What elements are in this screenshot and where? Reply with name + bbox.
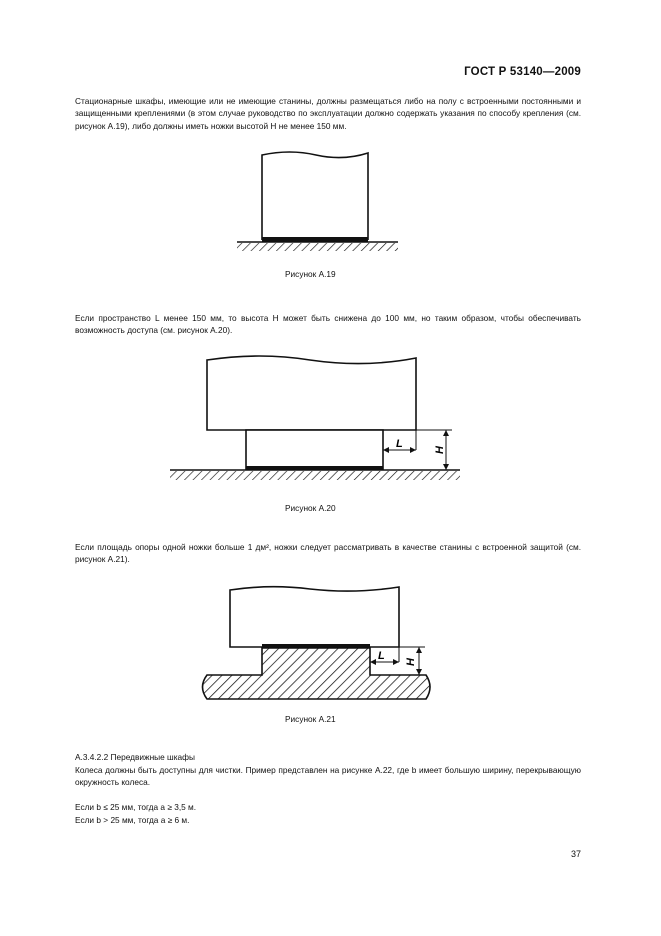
- paragraph-stationary-cabinets: Стационарные шкафы, имеющие или не имеющ…: [75, 95, 581, 132]
- section-text: Колеса должны быть доступны для чистки. …: [75, 764, 581, 789]
- paragraph-space-l: Если пространство L менее 150 мм, то выс…: [75, 312, 581, 337]
- standard-number: ГОСТ Р 53140—2009: [464, 66, 581, 78]
- foot-base-hatched: [201, 647, 431, 700]
- figure-caption: Рисунок А.19: [285, 269, 336, 279]
- figure-caption: Рисунок А.20: [285, 503, 336, 513]
- cabinet-body: [206, 355, 417, 431]
- condition-2: Если b > 25 мм, тогда a ≥ 6 м.: [75, 815, 190, 825]
- paragraph-text: Колеса должны быть доступны для чистки. …: [75, 765, 581, 788]
- figure-a20: L H: [170, 355, 460, 480]
- base-plate: [262, 644, 370, 648]
- base-plate: [246, 466, 383, 470]
- figure-caption: Рисунок А.21: [285, 714, 336, 724]
- figure-a21: L H: [201, 585, 431, 700]
- paragraph-foot-area: Если площадь опоры одной ножки больше 1 …: [75, 541, 581, 566]
- label-h: H: [405, 657, 417, 666]
- cabinet-body: [229, 585, 400, 648]
- cabinet-stand: [245, 429, 384, 470]
- paragraph-text: Стационарные шкафы, имеющие или не имеющ…: [75, 96, 581, 131]
- condition-1: Если b ≤ 25 мм, тогда a ≥ 3,5 м.: [75, 802, 197, 812]
- page-number: 37: [570, 849, 581, 859]
- base-plate: [262, 237, 368, 242]
- cabinet-body: [261, 151, 369, 240]
- section-heading: А.3.4.2.2 Передвижные шкафы: [75, 752, 195, 762]
- paragraph-text: Если площадь опоры одной ножки больше 1 …: [75, 542, 581, 565]
- floor-hatch: [237, 243, 398, 251]
- paragraph-text: Если пространство L менее 150 мм, то выс…: [75, 313, 581, 336]
- floor-hatch: [170, 471, 460, 480]
- label-l: L: [396, 438, 403, 450]
- label-h: H: [434, 445, 446, 454]
- label-l: L: [378, 650, 385, 662]
- figure-a19: [237, 151, 398, 251]
